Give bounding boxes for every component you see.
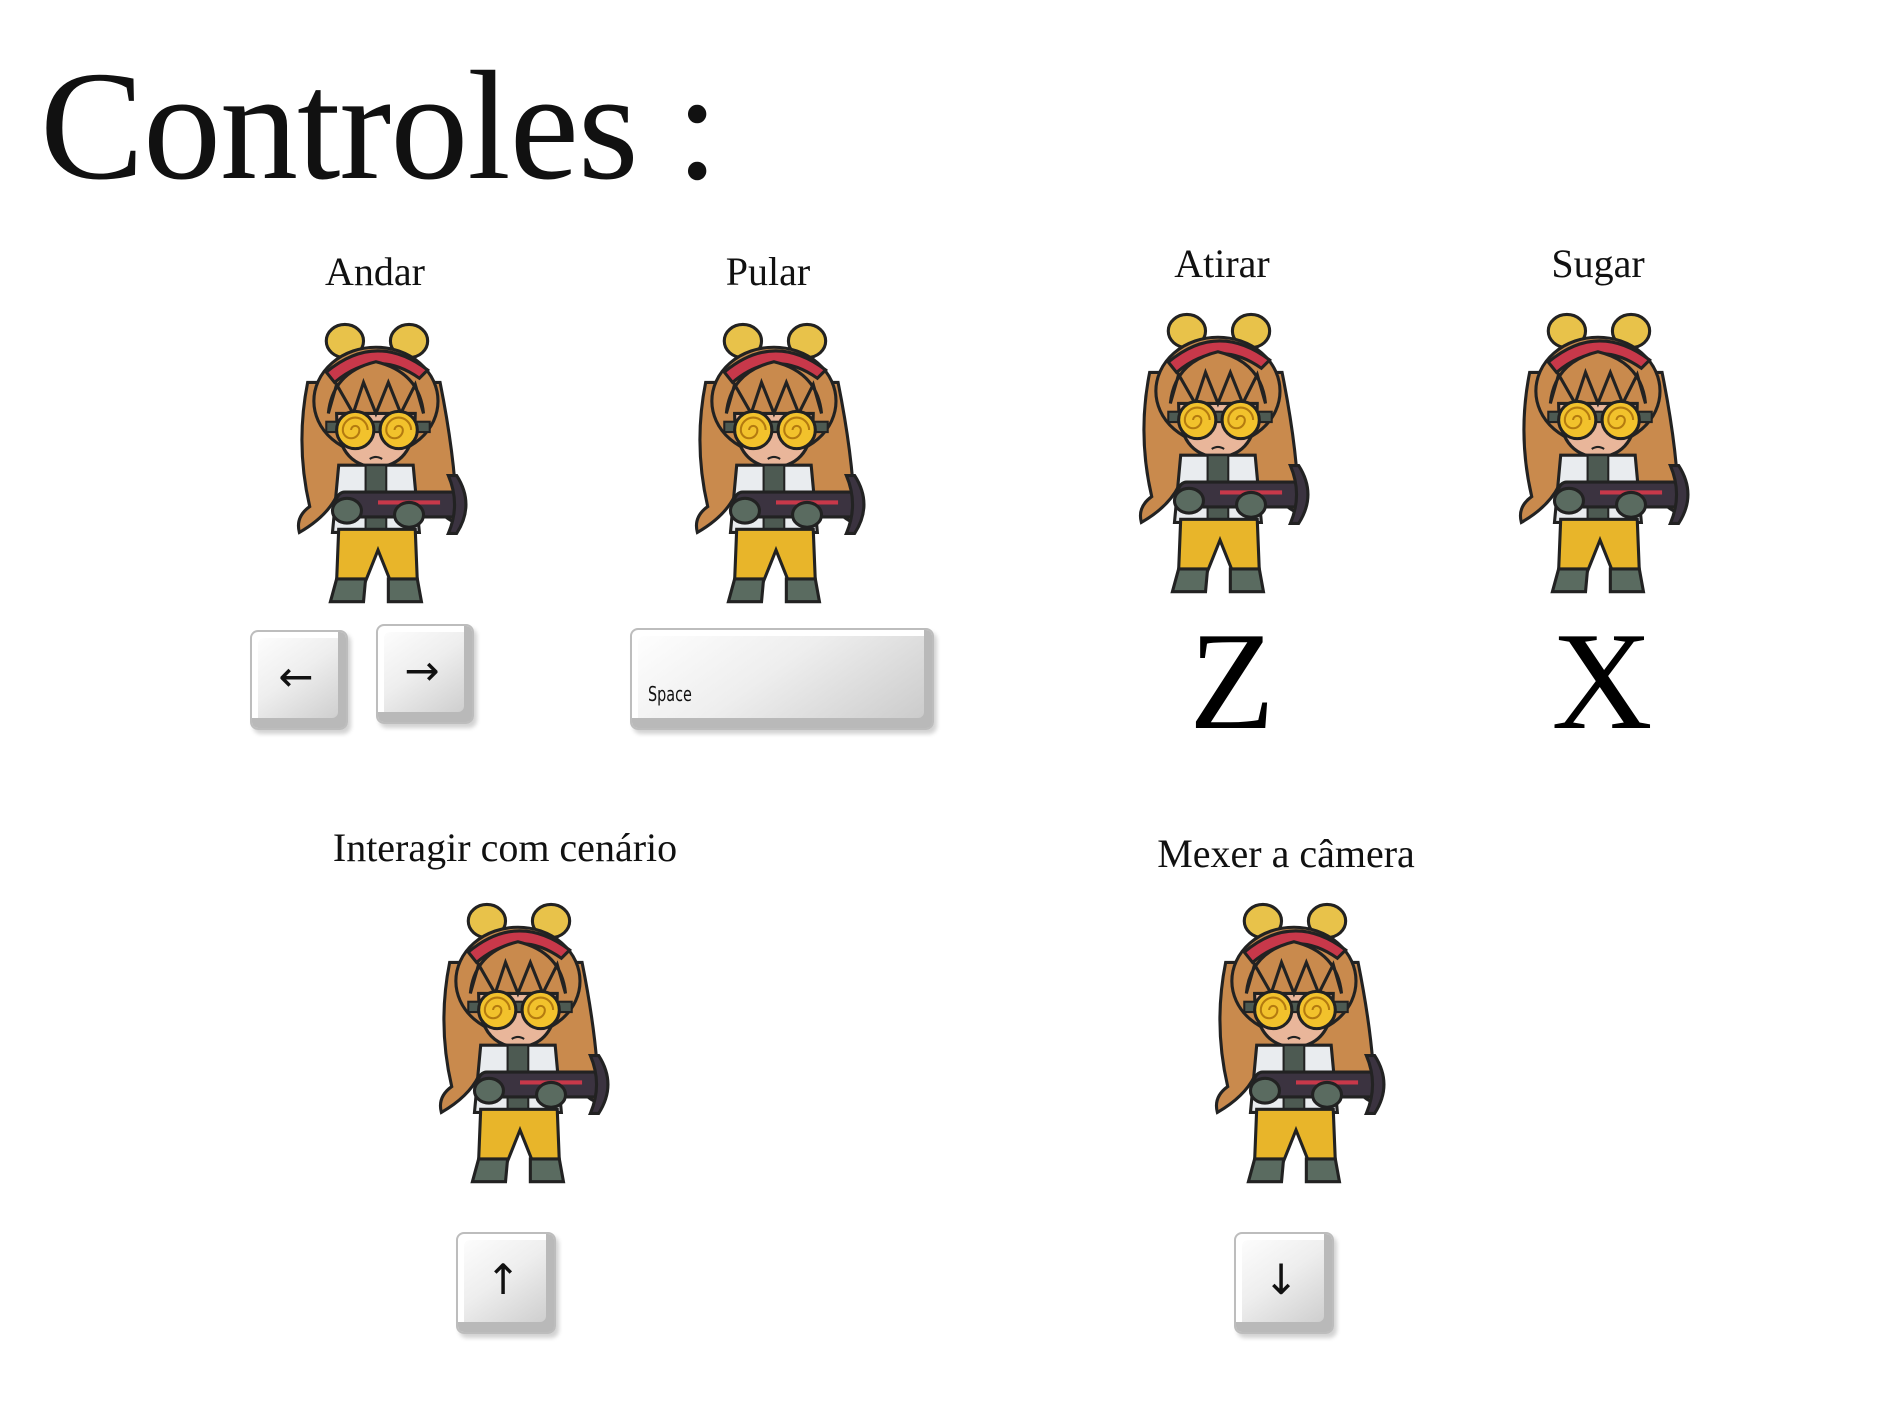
left-arrow-icon: ← bbox=[278, 651, 314, 701]
space-key-label: Space bbox=[648, 682, 692, 706]
character-interact-icon bbox=[400, 890, 640, 1190]
label-atirar: Atirar bbox=[1174, 241, 1270, 286]
character-walk-icon bbox=[258, 310, 498, 610]
space-key[interactable]: Space bbox=[630, 628, 934, 730]
z-key[interactable]: Z bbox=[1189, 604, 1275, 759]
character-jump-icon bbox=[656, 310, 896, 610]
page-title: Controles : bbox=[40, 39, 719, 212]
up-arrow-icon: ↑ bbox=[485, 1254, 521, 1304]
character-suck-icon bbox=[1480, 300, 1720, 600]
x-key[interactable]: X bbox=[1551, 604, 1653, 759]
character-shoot-icon bbox=[1100, 300, 1340, 600]
down-arrow-icon: ↓ bbox=[1263, 1254, 1299, 1304]
label-sugar: Sugar bbox=[1551, 241, 1645, 286]
right-arrow-key[interactable]: → bbox=[376, 624, 474, 724]
right-arrow-icon: → bbox=[404, 645, 440, 695]
left-arrow-key[interactable]: ← bbox=[250, 630, 348, 730]
label-interagir: Interagir com cenário bbox=[332, 825, 678, 870]
down-arrow-key[interactable]: ↓ bbox=[1234, 1232, 1334, 1334]
character-camera-icon bbox=[1176, 890, 1416, 1190]
label-andar: Andar bbox=[325, 249, 425, 294]
label-camera: Mexer a câmera bbox=[1157, 831, 1415, 876]
up-arrow-key[interactable]: ↑ bbox=[456, 1232, 556, 1334]
label-pular: Pular bbox=[725, 249, 811, 294]
